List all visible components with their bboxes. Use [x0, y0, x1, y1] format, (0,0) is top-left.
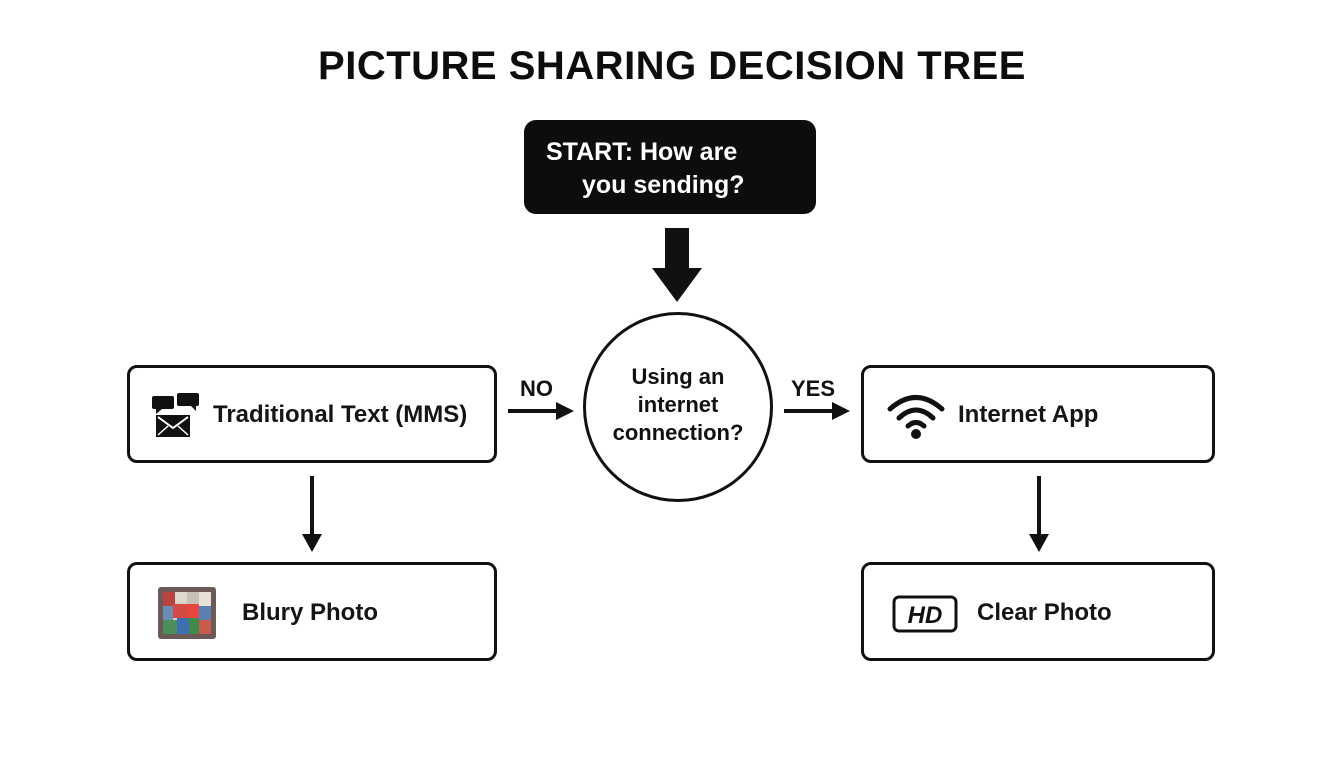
decision-text-line-2: internet [637, 392, 719, 417]
app-to-clear-arrow [1029, 476, 1049, 552]
blurry-photo-node: Blury Photo [127, 562, 497, 661]
start-text-line-1: START: How are [546, 138, 738, 166]
chat-envelope-icon [152, 393, 199, 437]
start-node: START: How are you sending? [524, 120, 816, 214]
yes-arrow [784, 402, 850, 420]
mms-to-blurry-arrow [302, 476, 322, 552]
start-down-arrow [652, 228, 702, 302]
hd-icon-text: HD [908, 602, 943, 629]
clear-photo-label: Clear Photo [977, 599, 1112, 626]
wifi-icon [887, 395, 945, 439]
internet-app-label: Internet App [958, 401, 1099, 428]
no-arrow [508, 402, 574, 420]
diagram-title: PICTURE SHARING DECISION TREE [318, 44, 1026, 88]
hd-icon: HD [892, 595, 958, 633]
start-text-line-2: you sending? [582, 171, 745, 199]
yes-branch-label: YES [791, 376, 836, 401]
decision-node: Using an internet connection? [583, 312, 773, 502]
pixelated-photo-icon [158, 587, 216, 639]
blurry-photo-label: Blury Photo [242, 599, 378, 626]
decision-text-line-3: connection? [612, 420, 744, 445]
mms-node: Traditional Text (MMS) [127, 365, 497, 463]
clear-photo-node: HD Clear Photo [861, 562, 1215, 661]
internet-app-node: Internet App [861, 365, 1215, 463]
mms-label: Traditional Text (MMS) [213, 401, 468, 428]
decision-text-line-1: Using an [631, 364, 725, 389]
no-branch-label: NO [520, 376, 553, 401]
